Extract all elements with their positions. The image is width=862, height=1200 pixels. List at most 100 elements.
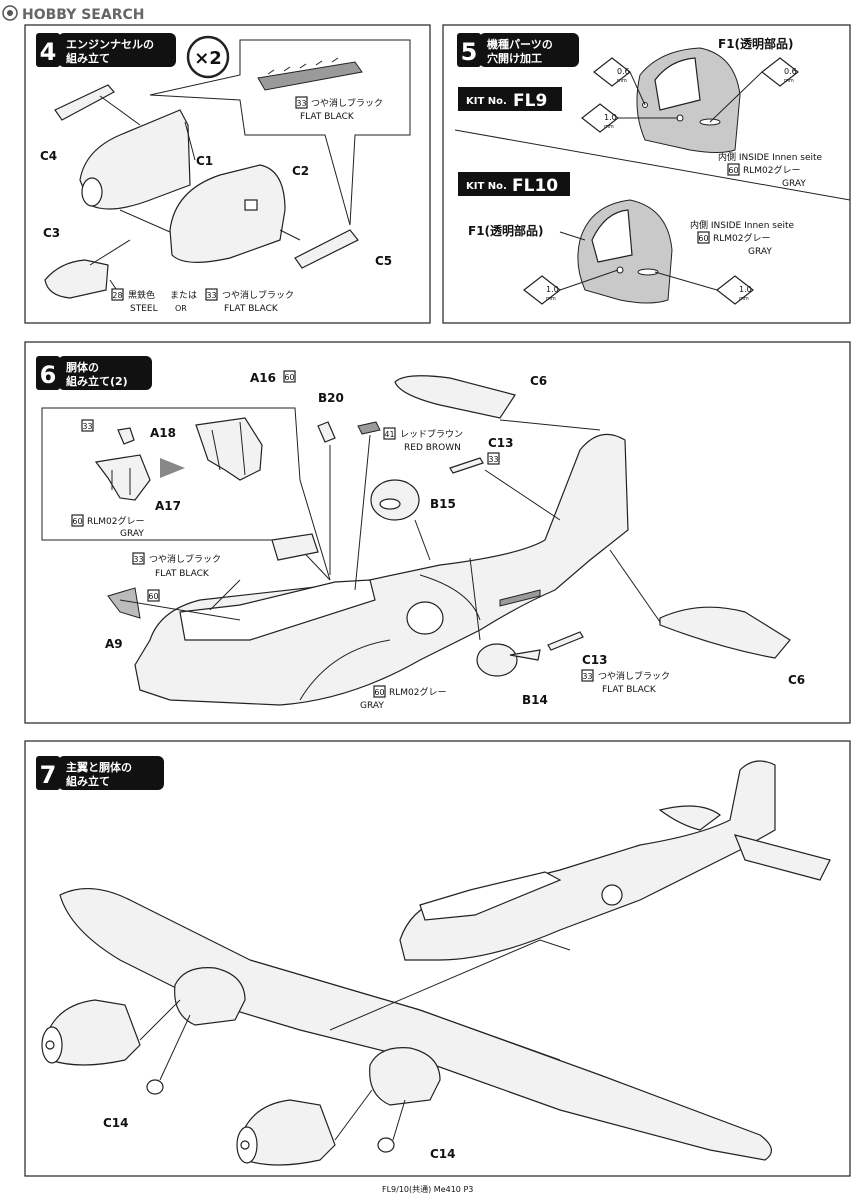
flat-black-a9-en: FLAT BLACK bbox=[155, 569, 210, 579]
step6-header: 6 胴体の 組み立て(2) bbox=[36, 356, 152, 390]
svg-text:1.0: 1.0 bbox=[604, 113, 617, 122]
fl10-canopy-drawing bbox=[577, 199, 673, 304]
fl10-inside-label: 内側 INSIDE Innen seite bbox=[690, 219, 795, 231]
step5-divider bbox=[454, 129, 851, 201]
svg-text:60: 60 bbox=[728, 166, 738, 175]
svg-text:33: 33 bbox=[82, 422, 92, 431]
svg-text:mm: mm bbox=[604, 124, 614, 130]
c6-stabilizer-top bbox=[394, 375, 516, 419]
step6-inset-bubble bbox=[41, 407, 331, 581]
part-label-c3: C3 bbox=[43, 226, 60, 240]
step4-callout-bubble bbox=[149, 39, 411, 226]
times-two-badge bbox=[186, 35, 230, 79]
nacelle-c4-part bbox=[54, 84, 115, 121]
svg-text:33: 33 bbox=[296, 99, 306, 108]
step7-title-line2: 組み立て bbox=[66, 774, 110, 788]
c6-stabilizer-bottom bbox=[659, 606, 791, 659]
engine-cover-right bbox=[236, 1099, 336, 1166]
part-label-a16: A16 bbox=[250, 371, 276, 385]
nacelle-c5-part bbox=[294, 229, 359, 269]
svg-text:33: 33 bbox=[206, 291, 216, 300]
part-label-b20: B20 bbox=[318, 391, 344, 405]
part-label-c4: C4 bbox=[40, 149, 57, 163]
svg-text:60: 60 bbox=[72, 517, 82, 526]
fl9-drill-badge-c: 1.0 mm bbox=[581, 103, 619, 133]
step6-title-line2: 組み立て(2) bbox=[66, 374, 128, 388]
part-label-a9: A9 bbox=[105, 637, 123, 651]
svg-text:KIT No.: KIT No. bbox=[466, 96, 507, 107]
paint-flat-black-jp: つや消しブラック bbox=[222, 289, 294, 301]
svg-text:60: 60 bbox=[698, 234, 708, 243]
step4-number: 4 bbox=[40, 38, 57, 66]
kit-fl10-badge: KIT No. FL10 bbox=[458, 172, 570, 196]
step6-title-line1: 胴体の bbox=[66, 360, 99, 374]
b15-turret-drawing bbox=[370, 479, 420, 521]
step7-header: 7 主翼と胴体の 組み立て bbox=[36, 756, 164, 790]
nacelle-c2-part bbox=[169, 164, 286, 263]
a9-part-drawing bbox=[107, 587, 141, 619]
svg-text:mm: mm bbox=[739, 296, 749, 302]
a16-part-drawing bbox=[317, 421, 336, 443]
step4-title-line2: 組み立て bbox=[66, 51, 110, 65]
part-label-c5: C5 bbox=[375, 254, 392, 268]
step5-title-line2: 穴開け加工 bbox=[487, 51, 542, 65]
svg-text:60: 60 bbox=[148, 592, 158, 601]
red-brown-en: RED BROWN bbox=[404, 443, 461, 453]
page-footer: FL9/10(共通) Me410 P3 bbox=[382, 1184, 473, 1194]
svg-text:RLM02グレー: RLM02グレー bbox=[87, 515, 145, 527]
paint-name-en: FLAT BLACK bbox=[300, 112, 355, 122]
part-label-c6-bottom: C6 bbox=[788, 673, 805, 687]
svg-text:RLM02グレー: RLM02グレー bbox=[743, 164, 801, 176]
a17-a18-assembled-drawing bbox=[195, 417, 263, 481]
b14-turret-drawing bbox=[476, 643, 541, 677]
nacelle-c3-part bbox=[44, 259, 109, 299]
multiplier-label: ×2 bbox=[194, 48, 222, 69]
step6-leader-lines bbox=[119, 419, 661, 623]
step5-title-line1: 機種パーツの bbox=[487, 37, 553, 51]
fl9-part-label: F1(透明部品) bbox=[718, 36, 794, 51]
logo-text: HOBBY SEARCH bbox=[22, 7, 144, 23]
c14-part-left bbox=[146, 1079, 164, 1095]
exhaust-part-drawing bbox=[257, 57, 363, 91]
svg-text:mm: mm bbox=[784, 78, 794, 84]
paint-steel-jp: 黒鉄色 bbox=[128, 289, 155, 301]
step7-number: 7 bbox=[40, 761, 57, 789]
svg-text:GRAY: GRAY bbox=[120, 529, 144, 539]
flat-black-c13-en: FLAT BLACK bbox=[602, 685, 657, 695]
svg-text:60: 60 bbox=[284, 373, 294, 382]
part-label-b14: B14 bbox=[522, 693, 548, 707]
part-label-c14-right: C14 bbox=[430, 1147, 456, 1161]
nacelle-c1-part bbox=[79, 109, 191, 210]
flat-black-c13-jp: つや消しブラック bbox=[598, 670, 670, 682]
c14-part-right bbox=[377, 1137, 395, 1153]
a17-part-drawing bbox=[94, 454, 151, 501]
b20-part-drawing bbox=[357, 421, 381, 435]
flat-black-a9-jp: つや消しブラック bbox=[149, 553, 221, 565]
kit-fl9-badge: KIT No. FL9 bbox=[458, 87, 562, 111]
svg-text:または: または bbox=[170, 290, 197, 301]
hobby-search-logo: HOBBY SEARCH bbox=[2, 5, 144, 23]
kit-fl10-code: FL10 bbox=[512, 176, 558, 196]
a18-part-drawing bbox=[117, 427, 135, 445]
fl9-canopy-drawing bbox=[636, 47, 741, 153]
step7-title-line1: 主翼と胴体の bbox=[66, 760, 132, 774]
fl9-inside-label: 内側 INSIDE Innen seite bbox=[718, 151, 823, 163]
svg-text:RLM02グレー: RLM02グレー bbox=[713, 232, 771, 244]
svg-text:mm: mm bbox=[546, 296, 556, 302]
kit-fl9-code: FL9 bbox=[513, 91, 547, 111]
paint-flat-black-en: FLAT BLACK bbox=[224, 304, 279, 314]
paint-code-box bbox=[295, 96, 308, 109]
part-label-a18: A18 bbox=[150, 426, 176, 440]
part-label-a17: A17 bbox=[155, 499, 181, 513]
svg-text:28: 28 bbox=[112, 291, 122, 300]
part-label-c6-top: C6 bbox=[530, 374, 547, 388]
step5-number: 5 bbox=[461, 38, 478, 66]
fl10-part-label: F1(透明部品) bbox=[468, 223, 544, 238]
step4-title-line1: エンジンナセルの bbox=[66, 38, 154, 51]
engine-cover-left bbox=[41, 999, 141, 1066]
part-label-c14-left: C14 bbox=[103, 1116, 129, 1130]
svg-text:33: 33 bbox=[488, 455, 498, 464]
gray-fuselage-en: GRAY bbox=[360, 701, 384, 711]
a17-placed-drawing bbox=[271, 533, 319, 561]
fl9-drill-badge-a: 0.6 mm bbox=[593, 57, 631, 87]
